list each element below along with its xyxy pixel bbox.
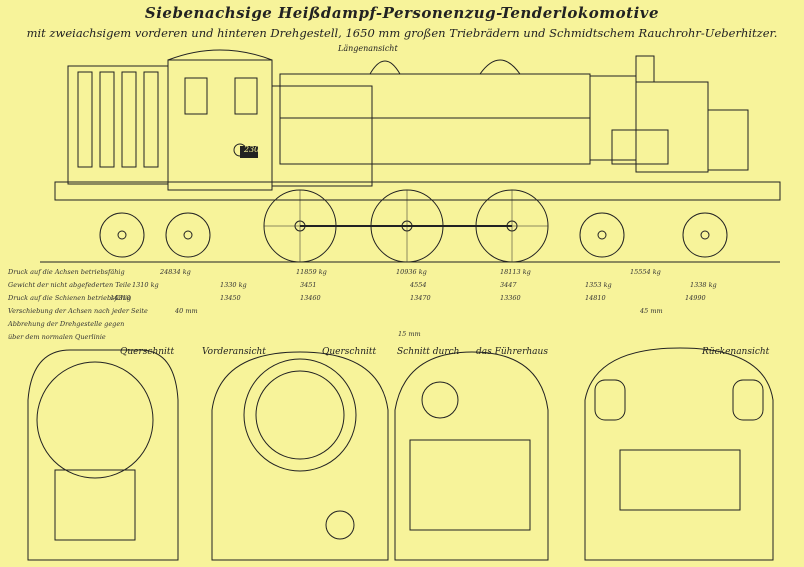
- weight-value: 15554 kg: [630, 268, 661, 276]
- bogie-value: 15 mm: [398, 330, 421, 338]
- weight-row-label-3: Druck auf die Schienen betriebsfähig: [8, 294, 132, 302]
- weight-value: 14810: [585, 294, 606, 302]
- weight-row-label-5: Abbrehung der Drehgestelle gegen: [8, 320, 125, 328]
- front-view: [211, 351, 389, 561]
- section-label-cab-2: das Führerhaus: [476, 347, 548, 357]
- rear-view: [584, 347, 774, 561]
- weight-value: 13360: [500, 294, 521, 302]
- weight-value: 1338 kg: [690, 281, 717, 289]
- weight-value: 1330 kg: [220, 281, 247, 289]
- weight-value: 13460: [300, 294, 321, 302]
- section-label-cab-1: Schnitt durch: [397, 347, 460, 357]
- weight-value: 3451: [300, 281, 317, 289]
- weight-value: 1310 kg: [132, 281, 159, 289]
- weight-value: 3447: [500, 281, 517, 289]
- weight-row-label-4: Verschiebung der Achsen nach jeder Seite: [8, 307, 148, 315]
- weight-value: 14990: [685, 294, 706, 302]
- section-label-cross-2: Querschnitt: [322, 347, 377, 357]
- axle-shift-value: 45 mm: [640, 307, 663, 315]
- axle-shift-value: 40 mm: [175, 307, 198, 315]
- weight-value: 13470: [410, 294, 431, 302]
- weight-row-label-2: Gewicht der nicht abgefederten Teile: [8, 281, 131, 289]
- section-label-rear: Rückenansicht: [702, 347, 770, 357]
- drawing-title: Siebenachsige Heißdampf-Personenzug-Tend…: [144, 4, 660, 22]
- weight-value: 1353 kg: [585, 281, 612, 289]
- weight-value: 10936 kg: [396, 268, 427, 276]
- side-elevation: [54, 49, 781, 201]
- weight-value: 4554: [410, 281, 427, 289]
- cross-section-1: [27, 349, 179, 561]
- weight-row-label-1: Druck auf die Achsen betriebsfähig: [8, 268, 125, 276]
- side-view-label: Längenansicht: [338, 44, 398, 53]
- weight-value: 14310: [110, 294, 131, 302]
- cab-number-plate: [240, 146, 258, 158]
- weight-value: 24834 kg: [160, 268, 191, 276]
- section-label-cross-1: Querschnitt: [120, 347, 175, 357]
- section-label-front: Vorderansicht: [202, 347, 266, 357]
- cross-section-2: [394, 351, 549, 561]
- weight-value: 18113 kg: [500, 268, 531, 276]
- cab-number-text: 230: [244, 145, 260, 154]
- weight-value: 11859 kg: [296, 268, 327, 276]
- drawing-subtitle: mit zweiachsigem vorderen und hinteren D…: [26, 26, 778, 40]
- weight-row-label-6: über dem normalen Querlinie: [8, 333, 106, 341]
- weight-value: 13450: [220, 294, 241, 302]
